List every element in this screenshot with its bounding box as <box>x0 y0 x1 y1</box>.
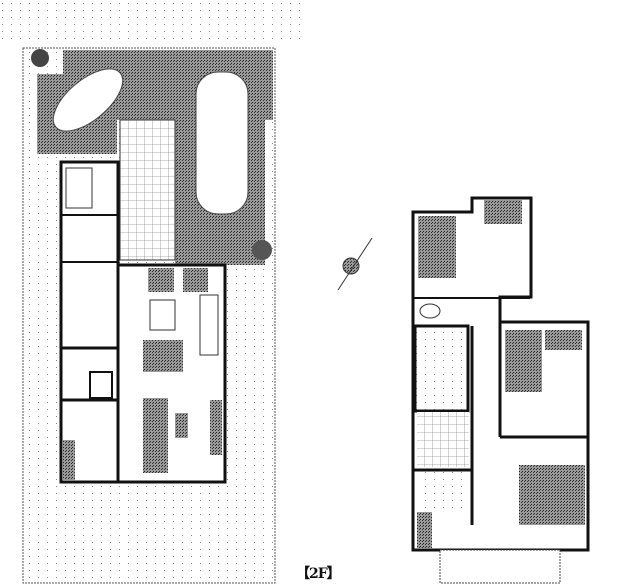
tree-icon <box>31 49 49 67</box>
bathtub-icon <box>65 167 93 209</box>
kitchen-island <box>149 299 176 331</box>
entrance-porch <box>119 119 176 261</box>
walk-in-closet <box>417 472 467 512</box>
kitchen-counter <box>199 294 219 356</box>
toilet-icon <box>419 303 441 319</box>
floor-label: 【2F】 <box>296 566 341 582</box>
bed <box>519 465 585 525</box>
low-table <box>175 413 188 438</box>
tv-board <box>210 400 222 455</box>
second-floor-plan <box>411 196 590 584</box>
desk <box>484 200 522 224</box>
balcony <box>439 549 561 584</box>
staircase <box>417 412 469 467</box>
wet-area-block <box>59 160 120 484</box>
dining-table <box>143 340 183 372</box>
bed <box>505 330 542 392</box>
site-noise <box>0 0 300 45</box>
desk <box>545 330 582 350</box>
bed <box>418 216 456 278</box>
car-icon <box>52 68 124 132</box>
sofa <box>143 398 168 473</box>
compass-icon <box>337 237 373 291</box>
first-floor-plan <box>0 0 300 584</box>
closet-room <box>413 324 470 413</box>
tree-icon <box>252 240 272 260</box>
storage <box>89 371 113 399</box>
car-icon <box>195 71 249 215</box>
